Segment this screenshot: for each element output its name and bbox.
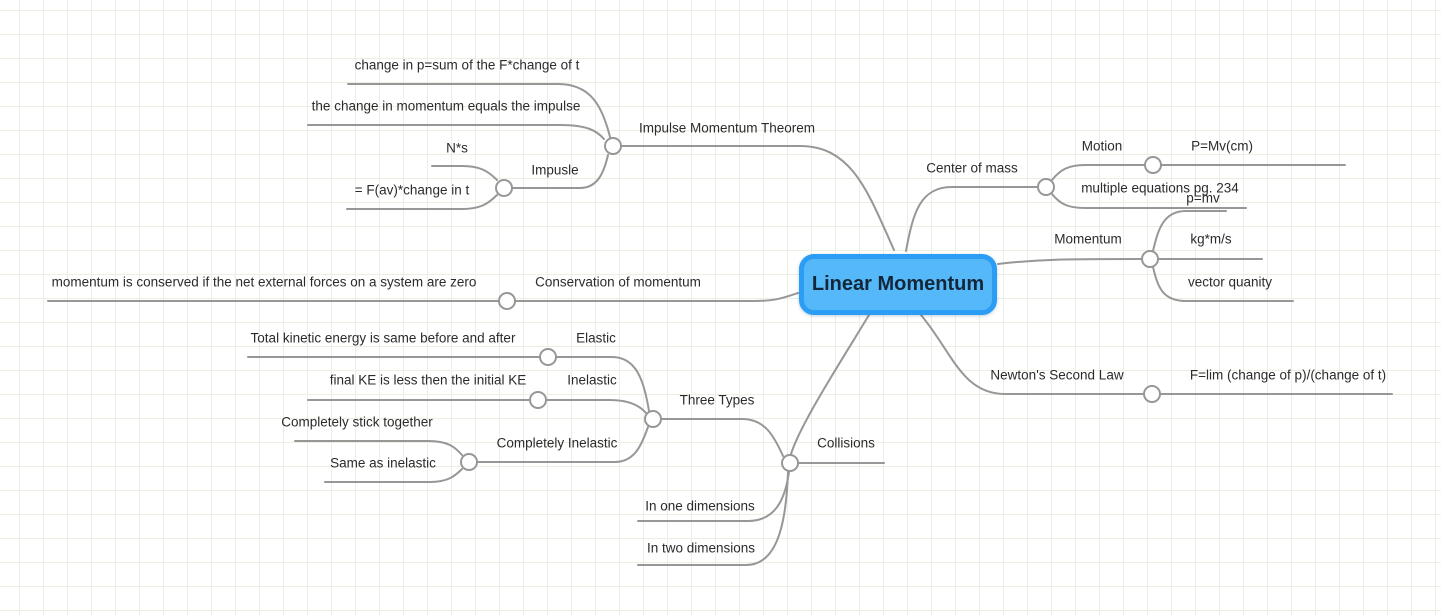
branch-line-change-equals-impulse [307,124,605,140]
branch-node-inelastic[interactable] [529,391,547,409]
branch-label-same-as-inelastic[interactable]: Same as inelastic [330,455,436,471]
branch-node-center-of-mass[interactable] [1037,178,1055,196]
branch-node-impulse-momentum-theorem[interactable] [604,137,622,155]
branch-label-fav-formula[interactable]: = F(av)*change in t [354,182,470,198]
branch-line-momentum [997,258,1142,265]
branch-node-elastic[interactable] [539,348,557,366]
central-topic-node[interactable]: Linear Momentum [799,254,997,315]
branch-node-three-types[interactable] [644,410,662,428]
branch-label-one-dimension[interactable]: In one dimensions [645,498,755,514]
branch-label-ns-units[interactable]: N*s [446,140,468,156]
branch-label-final-ke[interactable]: final KE is less then the initial KE [329,372,527,388]
branch-label-multiple-equations[interactable]: multiple equations pg. 234 [1081,180,1239,196]
branch-label-newtons-second-law[interactable]: Newton's Second Law [990,367,1124,383]
branch-label-completely-inelastic[interactable]: Completely Inelastic [496,435,618,451]
branch-label-impulse-momentum-theorem[interactable]: Impulse Momentum Theorem [638,120,816,136]
branch-label-three-types[interactable]: Three Types [679,392,755,408]
branch-label-kgms[interactable]: kg*m/s [1190,231,1232,247]
branch-label-flim[interactable]: F=lim (change of p)/(change of t) [1189,367,1387,383]
branch-node-completely-inelastic[interactable] [460,453,478,471]
branch-label-vector-quanity[interactable]: vector quanity [1187,274,1273,290]
central-topic-label: Linear Momentum [811,273,985,295]
branch-node-collisions[interactable] [781,454,799,472]
branch-label-momentum[interactable]: Momentum [1054,231,1122,247]
branch-node-conservation[interactable] [498,292,516,310]
branch-label-change-in-p[interactable]: change in p=sum of the F*change of t [354,57,580,73]
branch-label-change-equals-impulse[interactable]: the change in momentum equals the impuls… [311,98,581,114]
branch-node-impulse[interactable] [495,179,513,197]
branch-node-momentum[interactable] [1141,250,1159,268]
branch-label-conservation-rule[interactable]: momentum is conserved if the net externa… [51,274,477,290]
branch-line-motion [1051,164,1145,181]
branch-label-pmvcm[interactable]: P=Mv(cm) [1191,138,1253,154]
branch-label-center-of-mass[interactable]: Center of mass [926,160,1018,176]
branch-label-inelastic[interactable]: Inelastic [567,372,617,388]
branch-line-collisions [790,314,870,455]
branch-line-inelastic [546,399,647,414]
branch-node-newtons-second-law[interactable] [1143,385,1161,403]
branch-label-conservation[interactable]: Conservation of momentum [535,274,701,290]
branch-line-impulse-momentum-theorem [621,145,895,251]
branch-label-pmv[interactable]: p=mv [1186,190,1220,206]
branch-line-stick-together [294,440,463,456]
branch-label-two-dimensions[interactable]: In two dimensions [646,540,756,556]
branch-line-center-of-mass [905,186,1038,252]
branch-label-elastic[interactable]: Elastic [576,330,616,346]
branch-label-collisions[interactable]: Collisions [817,435,875,451]
branch-label-stick-together[interactable]: Completely stick together [281,414,433,430]
branch-line-ns-units [431,165,498,181]
branch-line-three-types [661,418,784,457]
branch-line-conservation [515,292,799,302]
branch-label-impulse[interactable]: Impusle [531,162,579,178]
branch-label-total-ke[interactable]: Total kinetic energy is same before and … [250,330,516,346]
branch-node-motion[interactable] [1144,156,1162,174]
branch-label-motion[interactable]: Motion [1081,138,1123,154]
